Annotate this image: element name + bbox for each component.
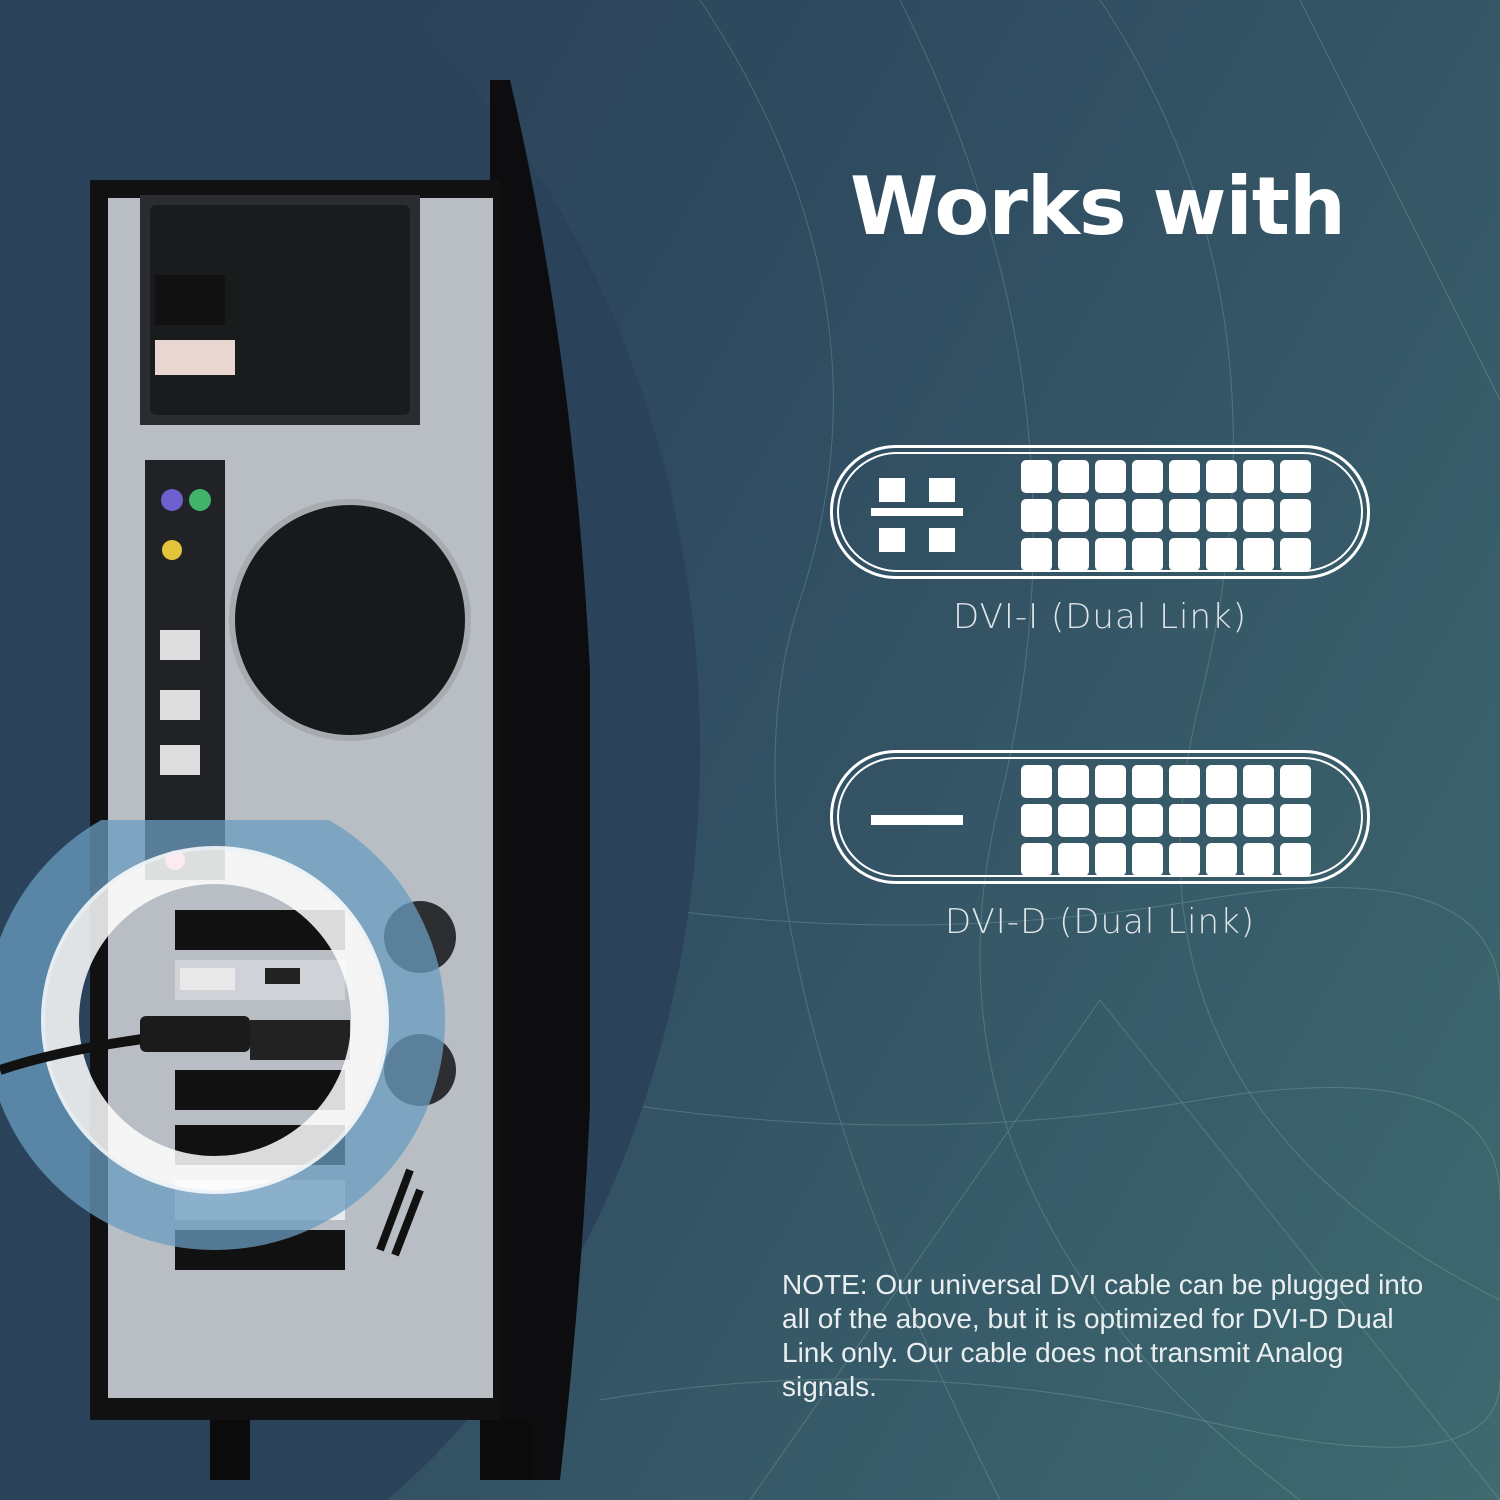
dvi-i-connector-icon (830, 445, 1370, 579)
dvi-i-label: DVI-I (Dual Link) (953, 597, 1247, 637)
digital-pin-grid (1021, 765, 1311, 876)
dvi-d-connector-icon (830, 750, 1370, 884)
compatibility-note: NOTE: Our universal DVI cable can be plu… (782, 1269, 1424, 1402)
headline: Works with (850, 160, 1346, 253)
flat-blade-icon (871, 815, 963, 825)
port-highlight-rings (0, 820, 445, 1250)
dvi-d-label: DVI-D (Dual Link) (944, 902, 1256, 942)
digital-pin-grid (1021, 460, 1311, 571)
analog-cross-pins-icon (871, 478, 963, 552)
pc-tower-photo (90, 80, 590, 1480)
